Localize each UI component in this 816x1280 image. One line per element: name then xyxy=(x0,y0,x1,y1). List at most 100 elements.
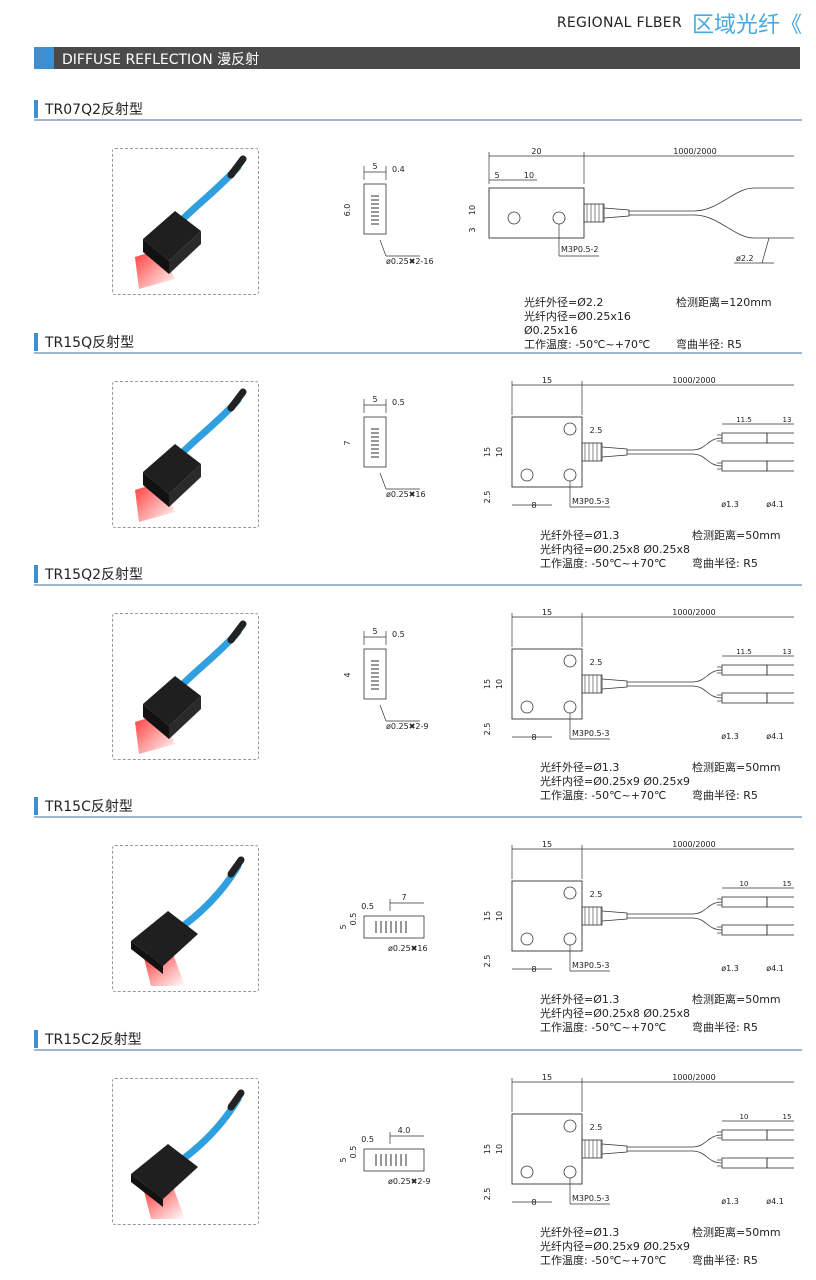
dim-side-height: 4 xyxy=(343,672,352,677)
dim-height2: 10 xyxy=(495,679,504,689)
connector xyxy=(581,442,603,462)
spec-temp: 工作温度: -50℃~+70℃ xyxy=(540,1254,667,1267)
fiber-sleeve xyxy=(766,664,808,676)
title-marker xyxy=(34,565,38,583)
title-marker xyxy=(34,797,38,815)
dim-tip-length: 10 xyxy=(740,880,749,888)
spec-temp: 工作温度: -50℃~+70℃ xyxy=(540,557,667,570)
header-english: REGIONAL FLBER xyxy=(556,15,682,31)
fiber-sleeve xyxy=(766,1157,808,1169)
dim-side-height: 6.0 xyxy=(343,204,352,217)
sensor-illustration xyxy=(131,856,245,986)
front-view xyxy=(511,1113,583,1185)
mount-hole xyxy=(563,654,577,668)
dim-core-spec: ø0.25✖2-9 xyxy=(386,722,428,731)
mount-hole xyxy=(520,932,534,946)
model-name: TR15C反射型 xyxy=(45,799,133,815)
dim-d1: ø1.3 xyxy=(721,1197,739,1206)
fiber-branch xyxy=(693,214,806,239)
dim-d2: ø4.1 xyxy=(766,964,784,973)
dim-side-height: 5 xyxy=(339,924,348,929)
dim-side-thick2: 0.5 xyxy=(349,913,358,926)
dim-hole-offset: 5 xyxy=(494,171,499,180)
mount-hole xyxy=(563,1165,577,1179)
spec-bend: 弯曲半径: R5 xyxy=(692,1254,758,1267)
spec-outer: 光纤外径=Ø1.3 xyxy=(540,761,620,774)
screw-spec: M3P0.5-2 xyxy=(561,245,599,254)
mount-hole xyxy=(520,700,534,714)
fiber-sleeve xyxy=(766,460,808,472)
dim-tip: ø2.2 xyxy=(736,254,754,263)
dim-core-spec: ø0.25✖16 xyxy=(388,944,428,953)
fiber-branch xyxy=(691,1150,723,1164)
screw-spec: M3P0.5-3 xyxy=(572,729,610,738)
fiber-sleeve xyxy=(766,432,808,444)
dim-length: 15 xyxy=(542,841,552,849)
dim-cable-length: 1000/2000 xyxy=(673,147,716,156)
sensor-body xyxy=(131,1144,198,1199)
dim-hole-spacing: 10 xyxy=(524,171,534,180)
front-view xyxy=(511,648,583,720)
mount-hole xyxy=(563,1119,577,1133)
fiber-sleeve xyxy=(766,1129,808,1141)
page-header: REGIONAL FLBER 区域光纤《 xyxy=(557,8,802,38)
sensor-illustration xyxy=(135,388,247,522)
spec-outer: 光纤外径=Ø1.3 xyxy=(540,1226,620,1239)
dim-height2: 3 xyxy=(468,227,477,232)
dim-cable-length: 1000/2000 xyxy=(672,1074,715,1082)
fiber-end xyxy=(721,432,768,444)
dim-height2: 10 xyxy=(495,447,504,457)
dim-side-width: 4.0 xyxy=(398,1126,411,1135)
side-view xyxy=(363,183,387,235)
dim-height3: 2.5 xyxy=(483,723,492,736)
section-divider xyxy=(34,584,802,586)
dim-cable-length: 1000/2000 xyxy=(672,609,715,617)
product-photo xyxy=(112,148,259,295)
dim-width: 8 xyxy=(531,733,536,742)
dim-core-spec: ø0.25✖2-9 xyxy=(388,1177,430,1186)
title-marker xyxy=(34,1030,38,1048)
dim-d1: ø1.3 xyxy=(721,500,739,509)
fiber-end xyxy=(721,896,768,908)
fiber-branch xyxy=(691,901,723,915)
fiber-end xyxy=(721,664,768,676)
fiber-sleeve xyxy=(766,896,808,908)
spec-temp: 工作温度: -50℃~+70℃ xyxy=(524,338,651,351)
side-view xyxy=(363,416,387,468)
fiber-branch xyxy=(691,685,723,699)
sensor-body xyxy=(143,444,201,494)
dim-side-thick: 0.5 xyxy=(392,630,405,639)
dim-height: 10 xyxy=(468,205,477,215)
spec-range: 检测距离=50mm xyxy=(692,1226,781,1239)
dim-side-thick: 0.5 xyxy=(361,1135,374,1144)
spec-inner: 光纤内径=Ø0.25x9 Ø0.25x9 xyxy=(540,775,691,788)
sensor-body xyxy=(143,211,201,261)
dim-gap: 2.5 xyxy=(590,1123,603,1132)
banner-title: DIFFUSE REFLECTION 漫反射 xyxy=(62,52,260,68)
spec-outer: 光纤外径=Ø1.3 xyxy=(540,529,620,542)
fiber-sleeve xyxy=(766,692,808,704)
dim-side-thick2: 0.5 xyxy=(349,1146,358,1159)
fiber-branch xyxy=(693,187,806,212)
section-title: TR15Q反射型 xyxy=(34,333,134,351)
fiber-tip xyxy=(227,155,247,179)
mount-hole xyxy=(563,886,577,900)
section-divider xyxy=(34,1049,802,1051)
model-name: TR07Q2反射型 xyxy=(45,102,144,118)
connector xyxy=(581,674,603,694)
dim-core-spec: ø0.25✖16 xyxy=(386,490,426,499)
mount-hole xyxy=(563,468,577,482)
section-title: TR15C反射型 xyxy=(34,797,133,815)
fiber-end xyxy=(721,1129,768,1141)
dim-sleeve-length: 13 xyxy=(783,416,792,424)
product-photo xyxy=(112,1078,259,1225)
section-divider xyxy=(34,816,802,818)
